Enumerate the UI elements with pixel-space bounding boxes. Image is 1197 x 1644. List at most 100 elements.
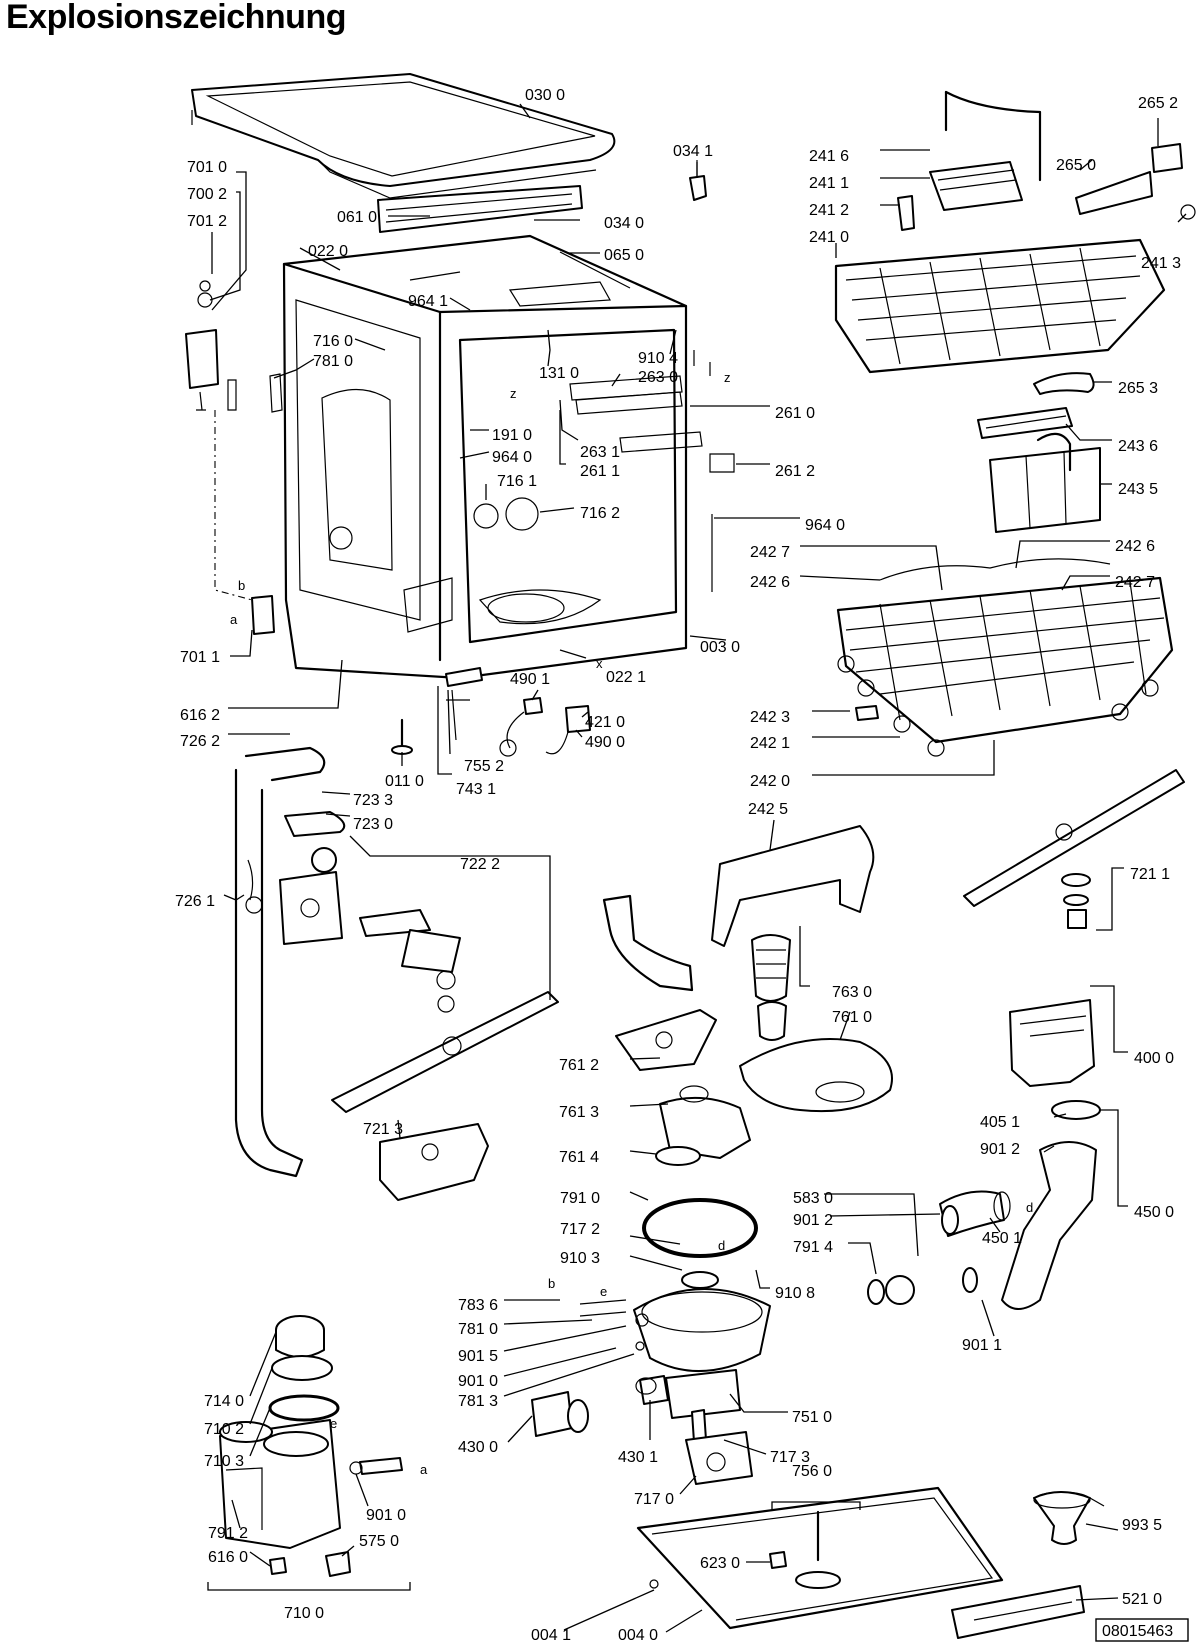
rack-support-drawing [711, 825, 875, 947]
part-label: 616 0 [208, 1549, 248, 1566]
part-label: 716 1 [497, 473, 537, 490]
marker-e-1: e [600, 1284, 607, 1299]
part-label: 710 2 [204, 1421, 244, 1438]
part-label: 726 2 [180, 733, 220, 750]
part-label: 701 0 [187, 159, 227, 176]
part-label: 781 0 [313, 353, 353, 370]
foot-screw-drawing [391, 718, 413, 755]
salt-funnel-drawing [1033, 1491, 1105, 1545]
insulation-mat-drawing [377, 185, 583, 233]
part-label: 430 1 [618, 1449, 658, 1466]
part-label: 763 0 [832, 984, 872, 1001]
part-label: 022 0 [308, 243, 348, 260]
part-label: 751 0 [792, 1409, 832, 1426]
marker-x-1: x [596, 656, 603, 671]
tub-housing-drawing [282, 234, 735, 680]
sump-cover-drawing [655, 1085, 751, 1166]
part-label: 717 3 [770, 1449, 810, 1466]
part-label: 583 0 [793, 1190, 833, 1207]
water-softener-drawing [219, 1315, 403, 1577]
part-label: 242 0 [750, 773, 790, 790]
part-label: 004 0 [618, 1627, 658, 1644]
part-label: 061 0 [337, 209, 377, 226]
rack-handle-drawing [1033, 372, 1095, 395]
part-label: 242 3 [750, 709, 790, 726]
part-label: 756 0 [792, 1463, 832, 1480]
part-label: 241 2 [809, 202, 849, 219]
feed-pipe-drawing [234, 746, 346, 1178]
part-label: 242 6 [1115, 538, 1155, 555]
part-label: 011 0 [385, 773, 424, 790]
part-label: 261 1 [580, 463, 620, 480]
part-label: 034 0 [604, 215, 644, 232]
part-label: 901 5 [458, 1348, 498, 1365]
part-label: 716 2 [580, 505, 620, 522]
part-label: 791 0 [560, 1190, 600, 1207]
top-cover-drawing [191, 73, 616, 199]
part-label: 242 7 [1115, 574, 1155, 591]
part-label: 241 0 [809, 229, 849, 246]
part-label: 263 1 [580, 444, 620, 461]
part-label: 964 0 [805, 517, 845, 534]
kick-plate-drawing [951, 1585, 1085, 1639]
part-label: 243 5 [1118, 481, 1158, 498]
cutlery-basket-drawing [977, 407, 1101, 533]
part-label: 450 0 [1134, 1204, 1174, 1221]
part-label: 400 0 [1134, 1050, 1174, 1067]
part-label: 721 3 [363, 1121, 403, 1138]
part-label: 521 0 [1122, 1591, 1162, 1608]
part-label: 717 2 [560, 1221, 600, 1238]
pump-parts-drawing [531, 1377, 753, 1485]
marker-z-1: z [510, 386, 517, 401]
sump-drawing [579, 1271, 771, 1419]
part-label: 964 1 [408, 293, 448, 310]
part-label: 242 5 [748, 801, 788, 818]
lower-rack-drawing [836, 558, 1174, 757]
marker-a-2: a [420, 1462, 428, 1477]
filter-assembly-drawing [739, 934, 893, 1113]
part-label: 710 3 [204, 1453, 244, 1470]
marker-a-1: a [230, 612, 238, 627]
part-label: 004 1 [531, 1627, 571, 1644]
marker-d-1: d [718, 1238, 725, 1253]
part-label: 430 0 [458, 1439, 498, 1456]
part-label: 242 7 [750, 544, 790, 561]
part-label: 261 2 [775, 463, 815, 480]
part-labels: 030 0 034 1 061 0 034 0 022 0 065 0 701 … [175, 87, 1181, 1644]
spray-arm-assembly-drawing [331, 909, 559, 1113]
part-label: 701 1 [180, 649, 220, 666]
leader-lines [207, 103, 1187, 1633]
screw-0341-drawing [689, 160, 707, 201]
part-label: 450 1 [982, 1230, 1022, 1247]
part-label: 616 2 [180, 707, 220, 724]
part-label: 710 0 [284, 1605, 324, 1622]
document-number: 08015463 [1102, 1623, 1173, 1640]
part-label: 623 0 [700, 1555, 740, 1572]
marker-z-2: z [724, 370, 731, 385]
part-label: 575 0 [359, 1533, 399, 1550]
part-label: 191 0 [492, 427, 532, 444]
page-title: Explosionszeichnung [6, 0, 346, 36]
part-label: 761 4 [559, 1149, 599, 1166]
part-label: 241 6 [809, 148, 849, 165]
part-label: 030 0 [525, 87, 565, 104]
part-label: 405 1 [980, 1114, 1020, 1131]
part-label: 490 0 [585, 734, 625, 751]
upper-rack-drawing [834, 90, 1196, 374]
part-label: 034 1 [673, 143, 713, 160]
part-label: 743 1 [456, 781, 496, 798]
part-label: 726 1 [175, 893, 215, 910]
marker-b-1: b [238, 578, 245, 593]
part-label: 723 0 [353, 816, 393, 833]
part-label: 791 4 [793, 1239, 833, 1256]
part-label: 714 0 [204, 1393, 244, 1410]
part-label: 901 0 [458, 1373, 498, 1390]
part-label: 791 2 [208, 1525, 248, 1542]
part-label: 723 3 [353, 792, 393, 809]
part-label: 910 3 [560, 1250, 600, 1267]
part-label: 131 0 [539, 365, 579, 382]
part-label: 783 6 [458, 1297, 498, 1314]
bracket-7552-drawing [445, 667, 483, 741]
part-label: 243 6 [1118, 438, 1158, 455]
